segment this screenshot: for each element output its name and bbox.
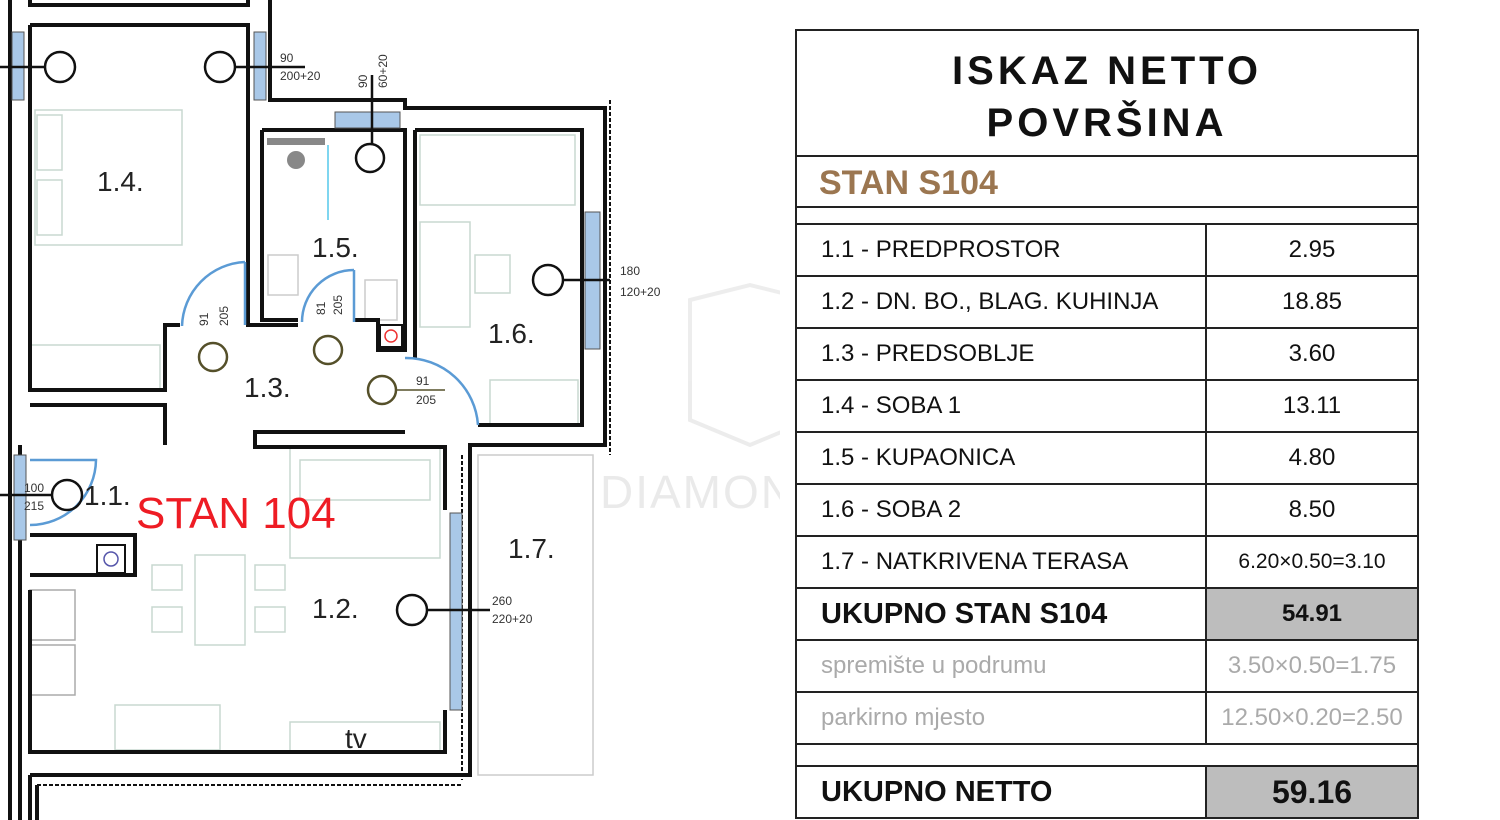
floor-plan: DIAMOND [0, 0, 780, 820]
svg-text:100: 100 [24, 481, 44, 495]
svg-text:260: 260 [492, 594, 512, 608]
svg-text:205: 205 [217, 306, 231, 326]
svg-text:90: 90 [356, 74, 370, 88]
svg-text:91: 91 [416, 374, 430, 388]
row-label: 1.3 - PREDSOBLJE [797, 329, 1207, 379]
svg-text:60+20: 60+20 [376, 54, 390, 88]
row-label: 1.4 - SOBA 1 [797, 381, 1207, 431]
row-label: 1.6 - SOBA 2 [797, 485, 1207, 535]
row-value: 4.80 [1288, 444, 1336, 471]
room-label-1-1: 1.1. [84, 480, 131, 511]
svg-text:91: 91 [197, 312, 211, 326]
door-swings [29, 260, 480, 527]
svg-text:205: 205 [331, 295, 345, 315]
dimension-labels: 90 200+20 90 60+20 91 205 81 205 91 205 18… [24, 51, 661, 626]
svg-text:120+20: 120+20 [620, 285, 661, 299]
title-line-1: ISKAZ NETTO [952, 49, 1262, 93]
subtotal-label: UKUPNO STAN S104 [797, 589, 1207, 639]
row-value: 8.50 [1288, 496, 1336, 523]
room-label-1-4: 1.4. [97, 166, 144, 197]
subtotal-value: 54.91 [1207, 589, 1417, 639]
room-label-1-7: 1.7. [508, 533, 555, 564]
table-row: 1.1 - PREDPROSTOR 2.95 [797, 225, 1417, 277]
row-value: 6.20×0.50=3.10 [1238, 550, 1386, 573]
total-label: UKUPNO NETTO [797, 767, 1207, 817]
furniture [29, 109, 594, 776]
row-value: 2.95 [1288, 236, 1336, 263]
total-value: 59.16 [1207, 767, 1417, 817]
door-markers [197, 334, 445, 406]
extra-value: 3.50×0.50=1.75 [1227, 652, 1397, 679]
svg-text:180: 180 [620, 264, 640, 278]
row-label: 1.2 - DN. BO., BLAG. KUHINJA [797, 277, 1207, 327]
spacer-row [797, 745, 1417, 767]
room-label-1-2: 1.2. [312, 593, 359, 624]
table-row: 1.7 - NATKRIVENA TERASA 6.20×0.50=3.10 [797, 537, 1417, 589]
svg-text:81: 81 [314, 301, 328, 315]
svg-text:220+20: 220+20 [492, 612, 533, 626]
extra-label: spremište u podrumu [797, 641, 1207, 691]
unit-name: STAN S104 [797, 157, 1417, 208]
spacer-row [797, 208, 1417, 225]
svg-text:215: 215 [24, 499, 44, 513]
room-label-1-3: 1.3. [244, 372, 291, 403]
shower-icon [267, 138, 329, 220]
row-label: 1.1 - PREDPROSTOR [797, 225, 1207, 275]
room-label-1-5: 1.5. [312, 232, 359, 263]
extra-label: parkirno mjesto [797, 693, 1207, 743]
room-label-1-6: 1.6. [488, 318, 535, 349]
svg-text:200+20: 200+20 [280, 69, 321, 83]
row-value: 3.60 [1288, 340, 1336, 367]
extra-row: spremište u podrumu 3.50×0.50=1.75 [797, 641, 1417, 693]
electric-box-icon [96, 324, 403, 574]
tv-label: tv [345, 723, 367, 754]
opening-markers [0, 50, 610, 627]
table-title: ISKAZ NETTO POVRŠINA [797, 31, 1417, 157]
extra-row: parkirno mjesto 12.50×0.20=2.50 [797, 693, 1417, 745]
table-row: 1.5 - KUPAONICA 4.80 [797, 433, 1417, 485]
area-table: ISKAZ NETTO POVRŠINA STAN S104 1.1 - PRE… [795, 29, 1419, 819]
apartment-label: STAN 104 [136, 489, 336, 538]
row-value: 13.11 [1282, 392, 1342, 419]
windows [11, 31, 601, 711]
svg-text:90: 90 [280, 51, 294, 65]
row-label: 1.5 - KUPAONICA [797, 433, 1207, 483]
walls [8, 0, 611, 820]
watermark: DIAMOND [600, 282, 780, 518]
svg-text:DIAMOND: DIAMOND [600, 466, 780, 518]
table-row: 1.2 - DN. BO., BLAG. KUHINJA 18.85 [797, 277, 1417, 329]
title-line-2: POVRŠINA [986, 101, 1228, 145]
table-row: 1.6 - SOBA 2 8.50 [797, 485, 1417, 537]
row-value: 18.85 [1281, 288, 1343, 315]
extra-value: 12.50×0.20=2.50 [1221, 704, 1403, 731]
svg-text:205: 205 [416, 393, 436, 407]
table-row: 1.4 - SOBA 1 13.11 [797, 381, 1417, 433]
row-label: 1.7 - NATKRIVENA TERASA [797, 537, 1207, 587]
table-row: 1.3 - PREDSOBLJE 3.60 [797, 329, 1417, 381]
